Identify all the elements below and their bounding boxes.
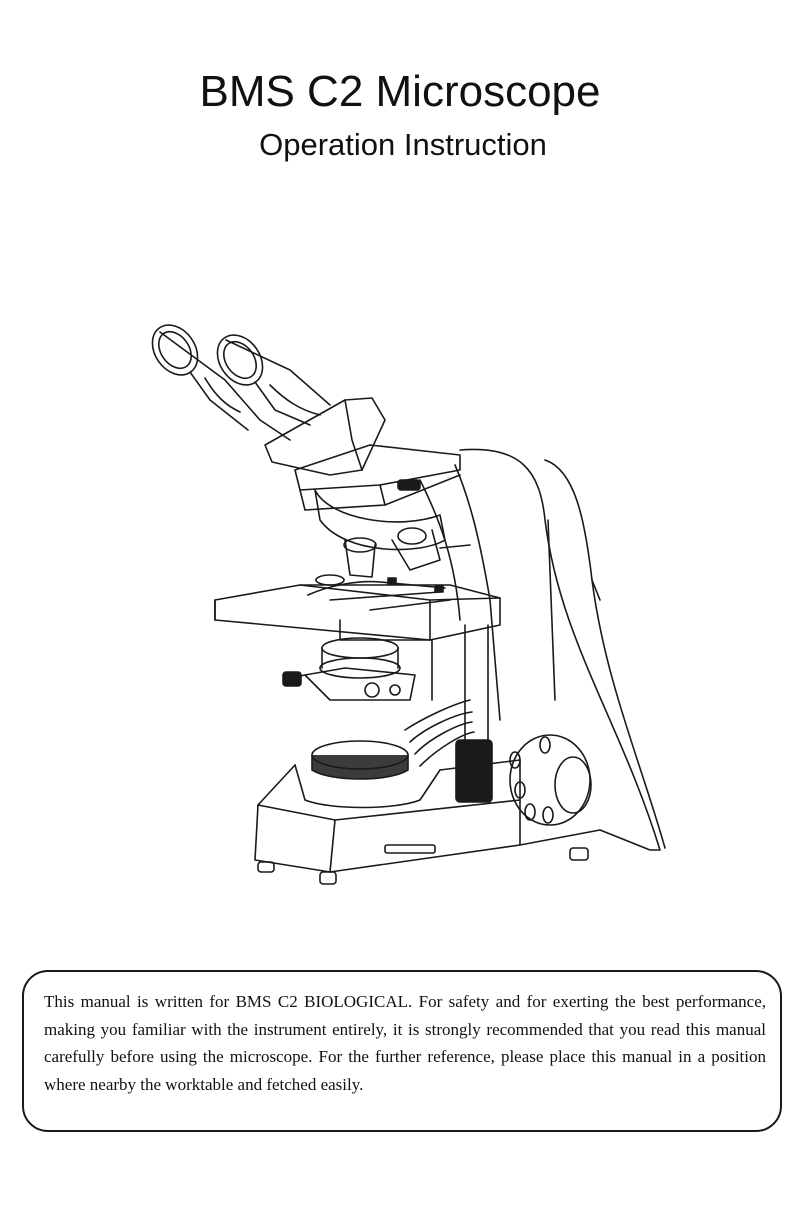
microscope-illustration — [130, 318, 690, 898]
document-title: BMS C2 Microscope — [199, 67, 601, 116]
document-subtitle: Operation Instruction — [259, 127, 547, 162]
microscope-icon — [151, 324, 666, 885]
notice-text: This manual is written for BMS C2 BIOLOG… — [44, 992, 766, 1094]
notice-box: This manual is written for BMS C2 BIOLOG… — [22, 970, 782, 1132]
